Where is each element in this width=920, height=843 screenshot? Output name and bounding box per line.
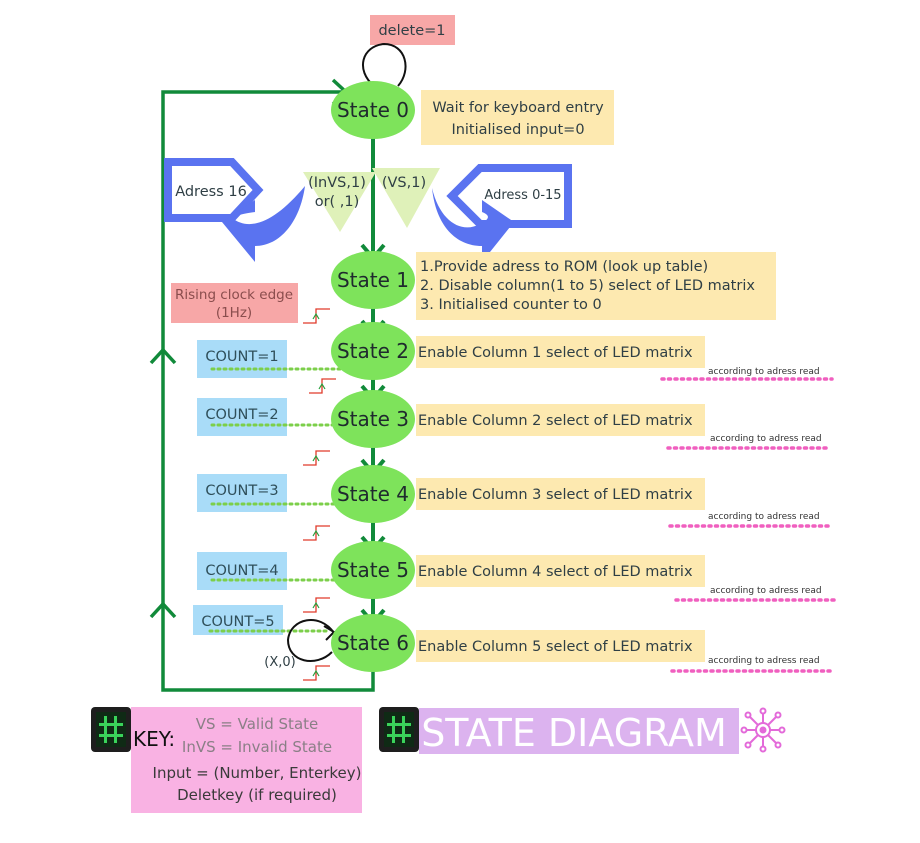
state-node-1[interactable]: State 1 [331, 251, 415, 309]
key-title: KEY: [133, 727, 175, 751]
state-node-6[interactable]: State 6 [331, 614, 415, 672]
state6-tail-text: according to adress read [708, 656, 820, 666]
return-up-arrow-2 [149, 601, 177, 619]
clock-note: Rising clock edge (1Hz) [171, 283, 298, 323]
state-node-5-label: State 5 [337, 558, 409, 582]
state1-note-line-3: 3. Initialised counter to 0 [420, 297, 602, 313]
state2-note: Enable Column 1 select of LED matrix [416, 336, 705, 368]
clock-note-line-2: (1Hz) [216, 305, 252, 321]
state-node-3-label: State 3 [337, 407, 409, 431]
state4-tail-text: according to adress read [708, 512, 820, 522]
state4-note-text: Enable Column 3 select of LED matrix [418, 487, 693, 503]
left-arrow-label: Adress 16 [175, 184, 247, 200]
key-line-3: Input = (Number, Enterkey) [153, 764, 362, 782]
state2-tail-text: according to adress read [708, 367, 820, 377]
tail-notes: according to adress read according to ad… [660, 367, 838, 673]
state-node-1-label: State 1 [337, 268, 409, 292]
state-node-4-label: State 4 [337, 482, 409, 506]
invalid-transition-label-2: or( ,1) [315, 194, 360, 210]
clock-edge-icons [303, 308, 336, 681]
key-line-4: Deletkey (if required) [177, 786, 337, 804]
clock-note-line-1: Rising clock edge [175, 287, 293, 303]
return-loop-line [161, 90, 375, 692]
state5-note-text: Enable Column 4 select of LED matrix [418, 564, 693, 580]
count-box-2-text: COUNT=2 [205, 407, 278, 423]
count-box-3-text: COUNT=3 [205, 483, 278, 499]
state5-tail-text: according to adress read [710, 586, 822, 596]
state0-note: Wait for keyboard entry Initialised inpu… [421, 90, 614, 145]
valid-transition-label: (VS,1) [382, 175, 426, 191]
count-box-4-text: COUNT=4 [205, 563, 278, 579]
state4-note: Enable Column 3 select of LED matrix [416, 478, 705, 510]
banner-title: STATE DIAGRAM [421, 711, 727, 755]
hash-icon-key [91, 707, 131, 752]
count-boxes: COUNT=1 COUNT=2 COUNT=3 COUNT=4 COUNT=5 [193, 340, 342, 635]
count-box-1-text: COUNT=1 [205, 349, 278, 365]
key-line-2: InVS = Invalid State [182, 738, 332, 756]
key-legend: KEY: VS = Valid State InVS = Invalid Sta… [91, 707, 362, 813]
state0-note-line-1: Wait for keyboard entry [432, 100, 604, 116]
state1-note-line-1: 1.Provide adress to ROM (look up table) [420, 259, 708, 275]
state3-note: Enable Column 2 select of LED matrix [416, 404, 705, 436]
left-big-arrow: Adress 16 [164, 158, 305, 262]
state6-note: Enable Column 5 select of LED matrix [416, 630, 705, 662]
count-box-5-text: COUNT=5 [201, 614, 274, 630]
delete-note-text: delete=1 [378, 23, 445, 39]
network-icon [740, 707, 786, 753]
state6-loop-label: (X,0) [264, 655, 295, 670]
state5-note: Enable Column 4 select of LED matrix [416, 555, 705, 587]
state3-note-text: Enable Column 2 select of LED matrix [418, 413, 693, 429]
state-node-2[interactable]: State 2 [331, 322, 415, 380]
state6-note-text: Enable Column 5 select of LED matrix [418, 639, 693, 655]
state-node-0-label: State 0 [337, 98, 409, 122]
right-arrow-label: Adress 0-15 [484, 188, 561, 203]
state-node-4[interactable]: State 4 [331, 465, 415, 523]
hash-icon-banner [379, 707, 419, 752]
invalid-transition-label-1: (InVS,1) [308, 175, 366, 191]
state3-tail-text: according to adress read [710, 434, 822, 444]
state1-note-line-2: 2. Disable column(1 to 5) select of LED … [420, 278, 755, 294]
state0-self-loop [362, 42, 407, 87]
state6-self-loop [286, 619, 335, 662]
delete-note: delete=1 [370, 15, 455, 45]
transition-triangles: (InVS,1) or( ,1) (VS,1) [303, 168, 440, 232]
state-node-0[interactable]: State 0 [331, 81, 415, 139]
clock-edge-arrows [312, 312, 326, 677]
state1-note: 1.Provide adress to ROM (look up table) … [416, 252, 776, 320]
state2-note-text: Enable Column 1 select of LED matrix [418, 345, 693, 361]
state-node-2-label: State 2 [337, 339, 409, 363]
return-up-arrow-1 [149, 347, 177, 365]
key-line-1: VS = Valid State [196, 715, 319, 733]
state-node-6-label: State 6 [337, 631, 409, 655]
state0-note-line-2: Initialised input=0 [451, 122, 584, 138]
state6-loop-head [323, 625, 336, 641]
state-node-5[interactable]: State 5 [331, 541, 415, 599]
right-big-arrow: Adress 0-15 [432, 164, 572, 262]
state-diagram-banner: STATE DIAGRAM [379, 707, 786, 755]
state-node-3[interactable]: State 3 [331, 390, 415, 448]
